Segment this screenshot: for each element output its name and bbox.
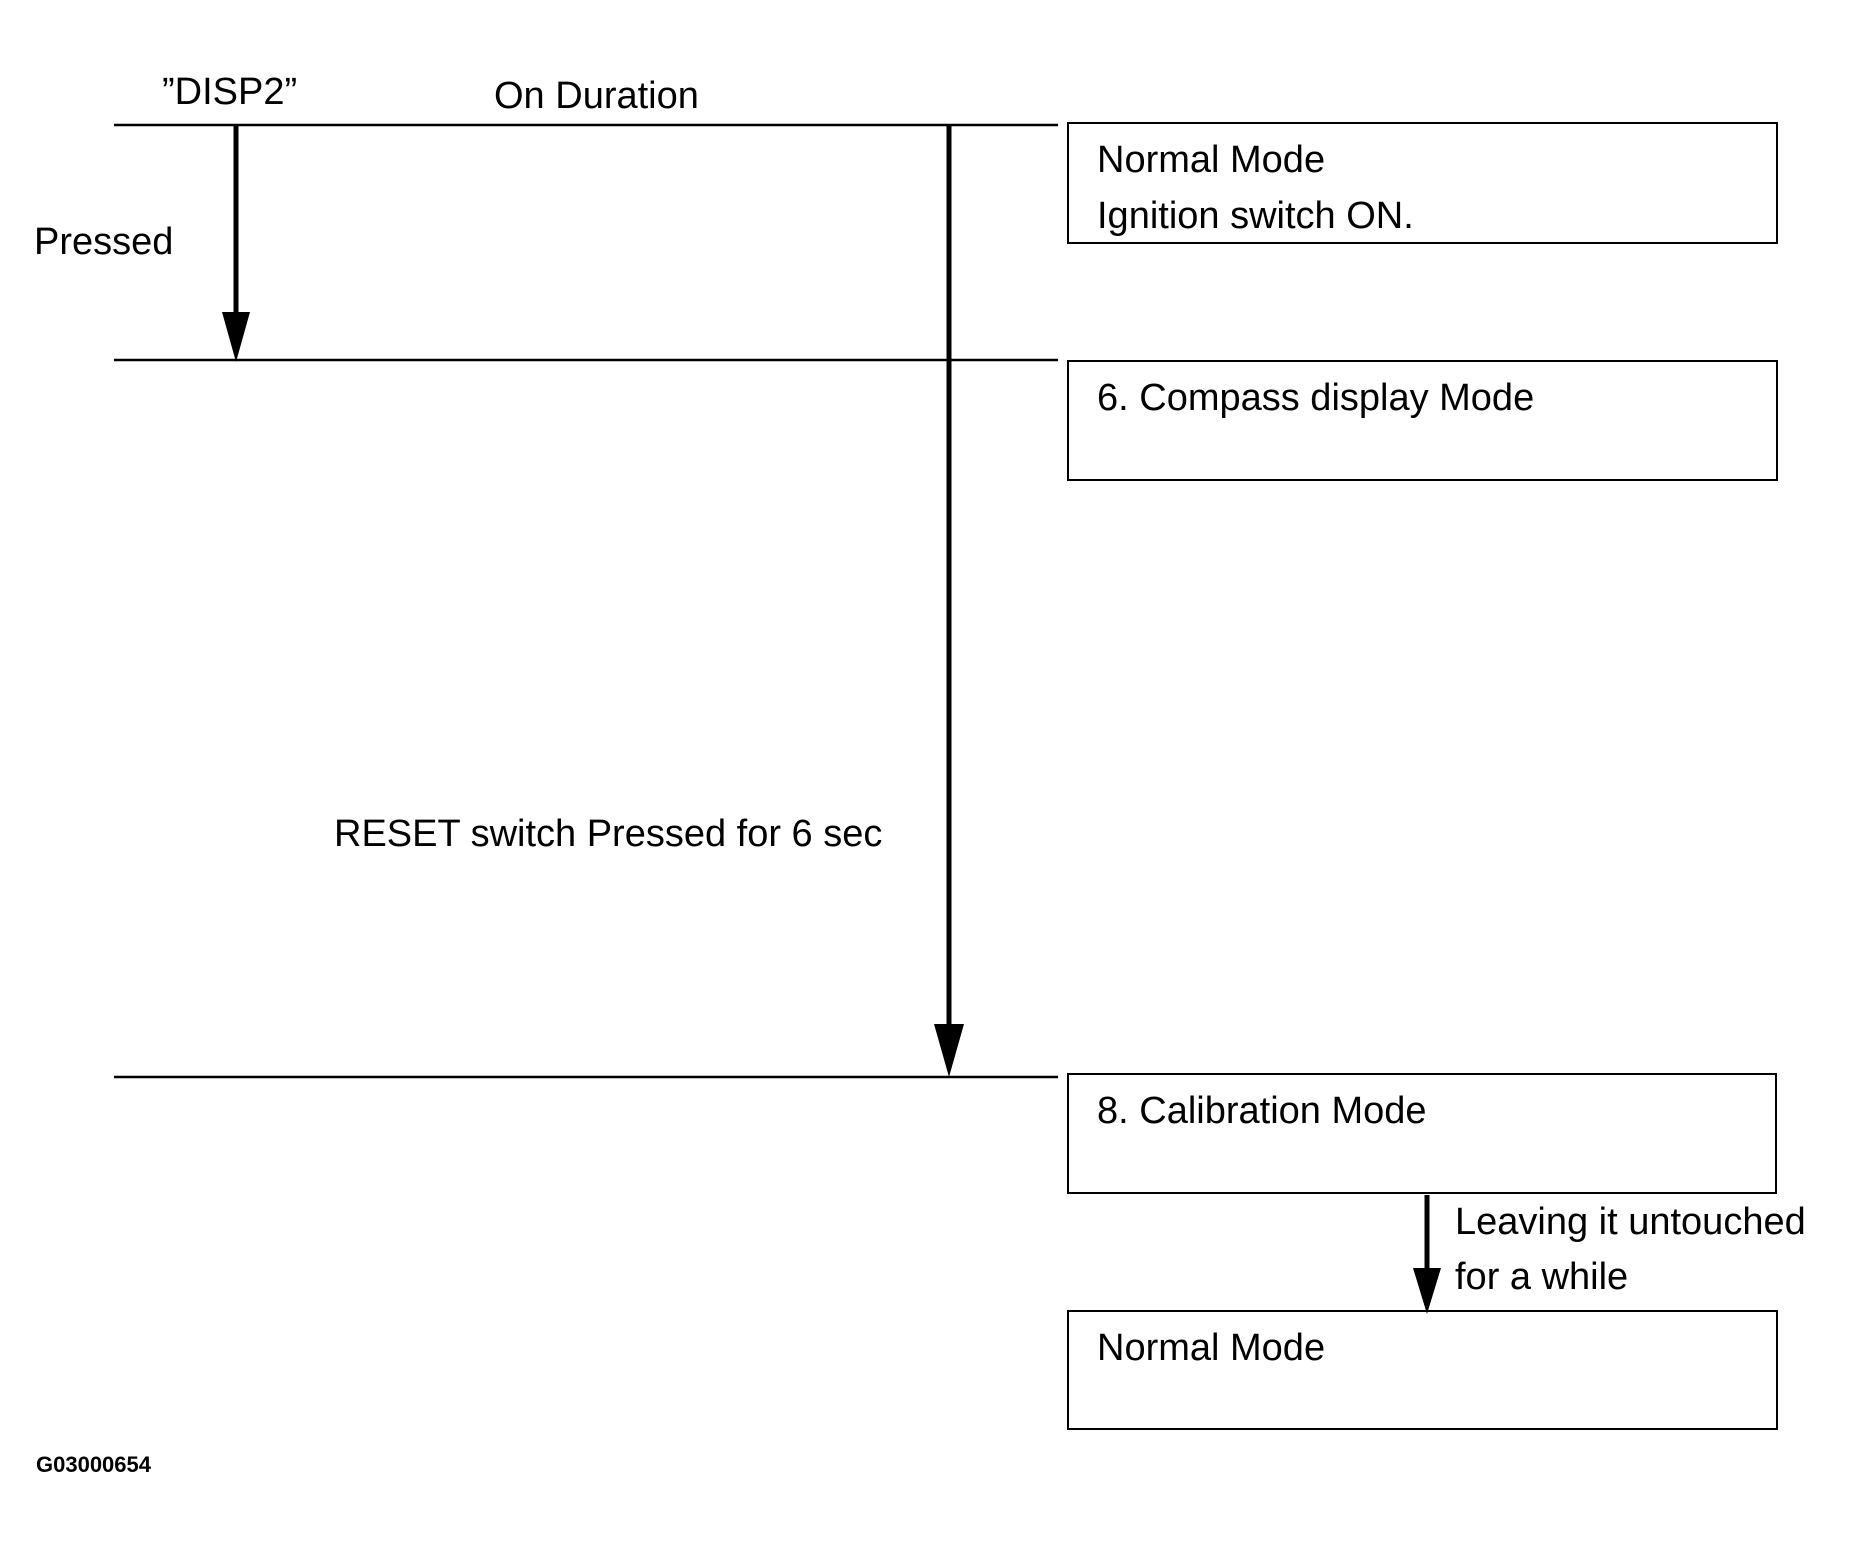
compass-display-mode-box: 6. Compass display Mode [1067,360,1778,481]
compass-mode-title: 6. Compass display Mode [1097,377,1535,419]
disp2-arrowhead [222,312,250,362]
normal-mode-end-box: Normal Mode [1067,1310,1778,1430]
reset-label: RESET switch Pressed for 6 sec [334,813,883,855]
calibration-mode-title: 8. Calibration Mode [1097,1090,1427,1132]
reset-arrowhead [934,1024,964,1077]
on-duration-label: On Duration [494,75,699,117]
normal-mode-title: Normal Mode [1097,139,1326,181]
leaving-untouched-label: Leaving it untouched [1455,1201,1806,1243]
disp2-label: ”DISP2” [162,71,298,113]
normal-mode-end-title: Normal Mode [1097,1327,1326,1369]
normal-mode-detail: Ignition switch ON. [1097,195,1414,237]
pressed-label: Pressed [34,221,174,263]
figure-code: G03000654 [36,1452,151,1477]
untouched-arrowhead [1413,1268,1441,1314]
for-a-while-label: for a while [1455,1256,1629,1298]
normal-mode-box: Normal Mode Ignition switch ON. [1067,122,1778,244]
calibration-mode-box: 8. Calibration Mode [1067,1073,1777,1194]
